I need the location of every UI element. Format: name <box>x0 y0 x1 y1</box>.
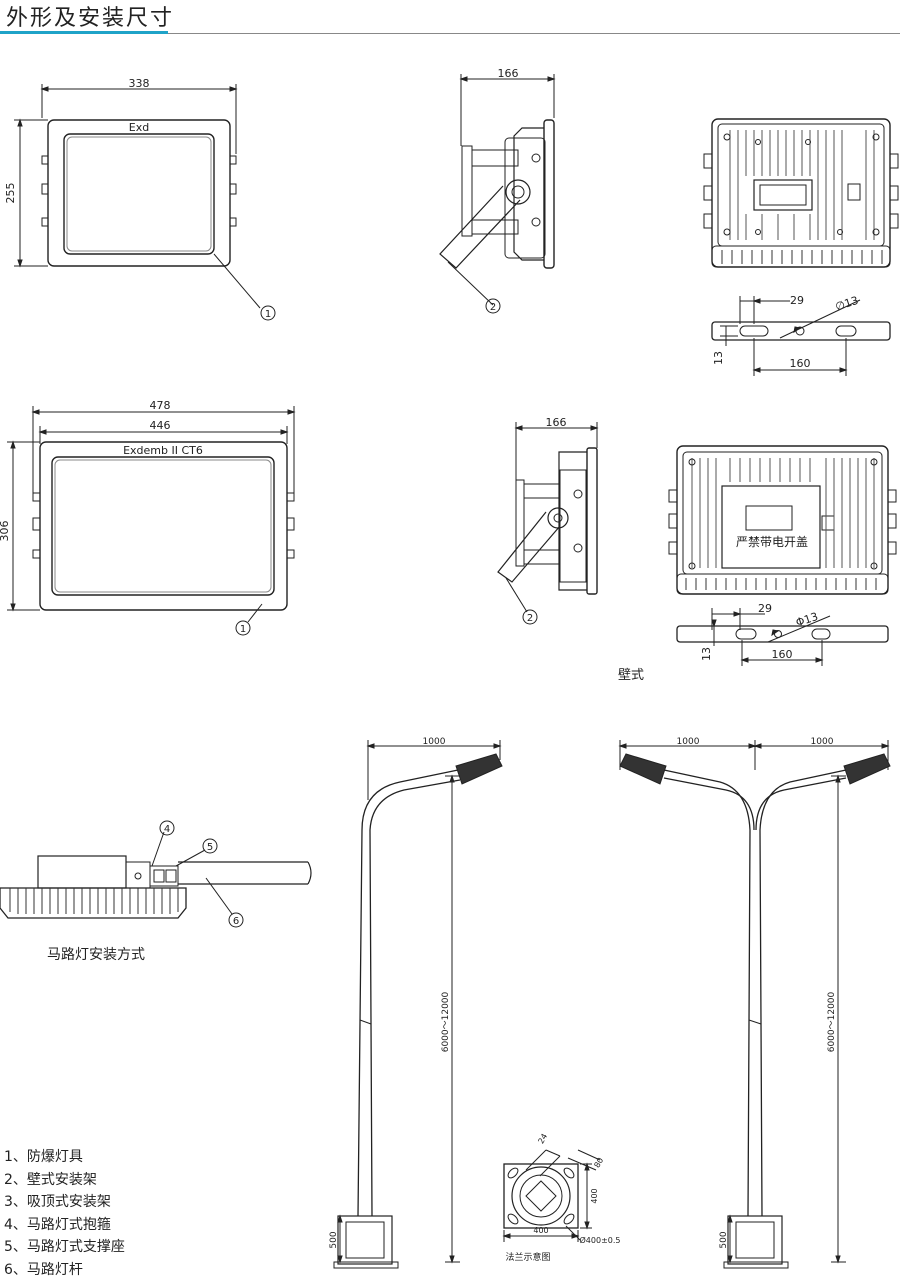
large-side-callout: 2 <box>527 613 533 624</box>
small-rear-view <box>704 119 898 267</box>
large-rear-warning: 严禁带电开盖 <box>736 535 808 549</box>
large-front-callout: 1 <box>240 624 246 635</box>
legend-item: 5、马路灯式支撑座 <box>4 1236 125 1259</box>
flange-diameter: Ø400±0.5 <box>580 1235 621 1245</box>
legend-item: 1、防爆灯具 <box>4 1146 125 1169</box>
flange-caption: 法兰示意图 <box>505 1251 550 1263</box>
flange-side: 400 <box>590 1188 599 1203</box>
small-front-callout: 1 <box>265 309 271 320</box>
wall-caption: 壁式 <box>618 668 644 683</box>
flange-width: 400 <box>533 1226 548 1235</box>
large-front-width-outer: 478 <box>150 399 171 412</box>
road-callout-6: 6 <box>233 916 239 927</box>
small-side-callout: 2 <box>490 302 496 313</box>
large-rear-view <box>669 446 896 594</box>
large-bracket-thickness: 13 <box>700 647 713 661</box>
large-front-view <box>7 406 294 635</box>
flange-view <box>504 1150 600 1242</box>
flange-d1: 24 <box>536 1132 549 1145</box>
large-front-width-inner: 446 <box>150 419 171 432</box>
small-bracket-thickness: 13 <box>712 351 725 365</box>
small-bracket-spacing: 160 <box>790 357 811 370</box>
double-pole-base: 500 <box>719 1231 729 1248</box>
double-pole-arm-right: 1000 <box>811 737 834 747</box>
single-arm-pole <box>334 740 502 1268</box>
small-front-width: 338 <box>129 77 150 90</box>
single-pole-base: 500 <box>329 1231 339 1248</box>
small-front-view <box>14 84 275 320</box>
small-front-height: 255 <box>4 183 17 204</box>
legend-item: 3、吸顶式安装架 <box>4 1191 125 1214</box>
road-callout-4: 4 <box>164 824 170 835</box>
large-bracket-spacing: 160 <box>772 648 793 661</box>
large-front-height: 306 <box>0 521 11 542</box>
small-bracket-offset: 29 <box>790 294 804 307</box>
parts-legend: 1、防爆灯具 2、壁式安装架 3、吸顶式安装架 4、马路灯式抱箍 5、马路灯式支… <box>4 1146 125 1281</box>
double-pole-height: 6000～12000 <box>827 991 837 1052</box>
legend-item: 2、壁式安装架 <box>4 1169 125 1192</box>
double-pole-arm-left: 1000 <box>677 737 700 747</box>
small-front-label: Exd <box>129 121 149 134</box>
road-mount-caption: 马路灯安装方式 <box>47 947 145 963</box>
flange-d2: 80 <box>592 1156 605 1169</box>
large-bracket-offset: 29 <box>758 602 772 615</box>
legend-item: 4、马路灯式抱箍 <box>4 1214 125 1237</box>
large-side-view <box>498 422 597 624</box>
large-front-label: Exdemb II CT6 <box>123 444 203 457</box>
road-callout-5: 5 <box>207 842 213 853</box>
small-side-depth: 166 <box>498 67 519 80</box>
large-side-depth: 166 <box>546 416 567 429</box>
small-bracket-hole: ∅13 <box>834 294 860 314</box>
double-arm-pole <box>620 740 890 1268</box>
legend-item: 6、马路灯杆 <box>4 1259 125 1281</box>
single-pole-height: 6000～12000 <box>441 991 451 1052</box>
road-mount-view <box>0 821 311 927</box>
small-side-view <box>440 74 554 313</box>
single-pole-arm: 1000 <box>423 737 446 747</box>
